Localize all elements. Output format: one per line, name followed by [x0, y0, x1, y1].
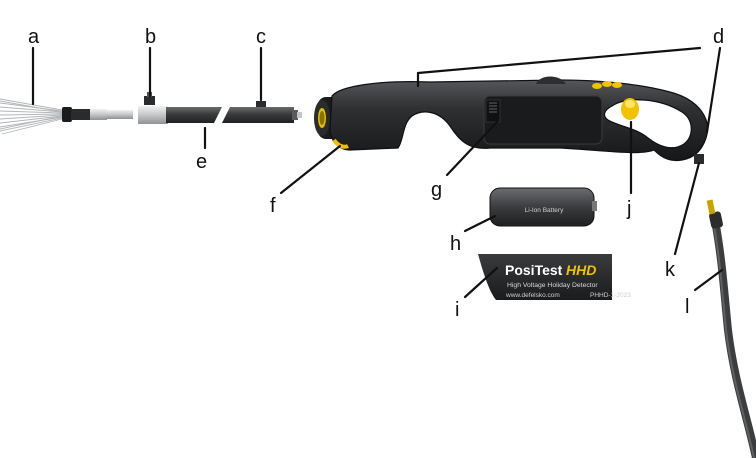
nameplate-brand: PosiTest — [505, 262, 563, 278]
wire-brush-icon — [0, 98, 133, 135]
battery-label: Li-Ion Battery — [525, 207, 564, 214]
callout-c: c — [256, 26, 266, 48]
callout-d: d — [713, 26, 724, 48]
callout-labels: a b c d e f g h i j k l — [28, 26, 724, 321]
nameplate-subtitle: High Voltage Holiday Detector — [507, 282, 598, 289]
callout-b: b — [145, 26, 156, 48]
callout-h: h — [450, 233, 461, 255]
callout-a: a — [28, 26, 40, 48]
detector-body — [314, 76, 708, 164]
callout-f: f — [270, 195, 276, 217]
callout-j: j — [626, 198, 631, 220]
callout-k: k — [665, 259, 676, 281]
leader-lines — [31, 46, 724, 299]
callout-l: l — [685, 296, 689, 318]
battery-icon: Li-Ion Battery — [489, 187, 597, 227]
nameplate-model: HHD — [566, 262, 596, 278]
probe-icon — [138, 92, 302, 124]
callout-i: i — [455, 299, 459, 321]
ground-cable-plug-icon — [706, 199, 756, 458]
callout-e: e — [196, 151, 207, 173]
nameplate-url: www.defelsko.com — [505, 292, 560, 299]
callout-g: g — [431, 179, 442, 201]
nameplate: PosiTest HHD High Voltage Holiday Detect… — [478, 254, 631, 300]
nameplate-code: PHHD-1-2023 — [590, 292, 631, 299]
